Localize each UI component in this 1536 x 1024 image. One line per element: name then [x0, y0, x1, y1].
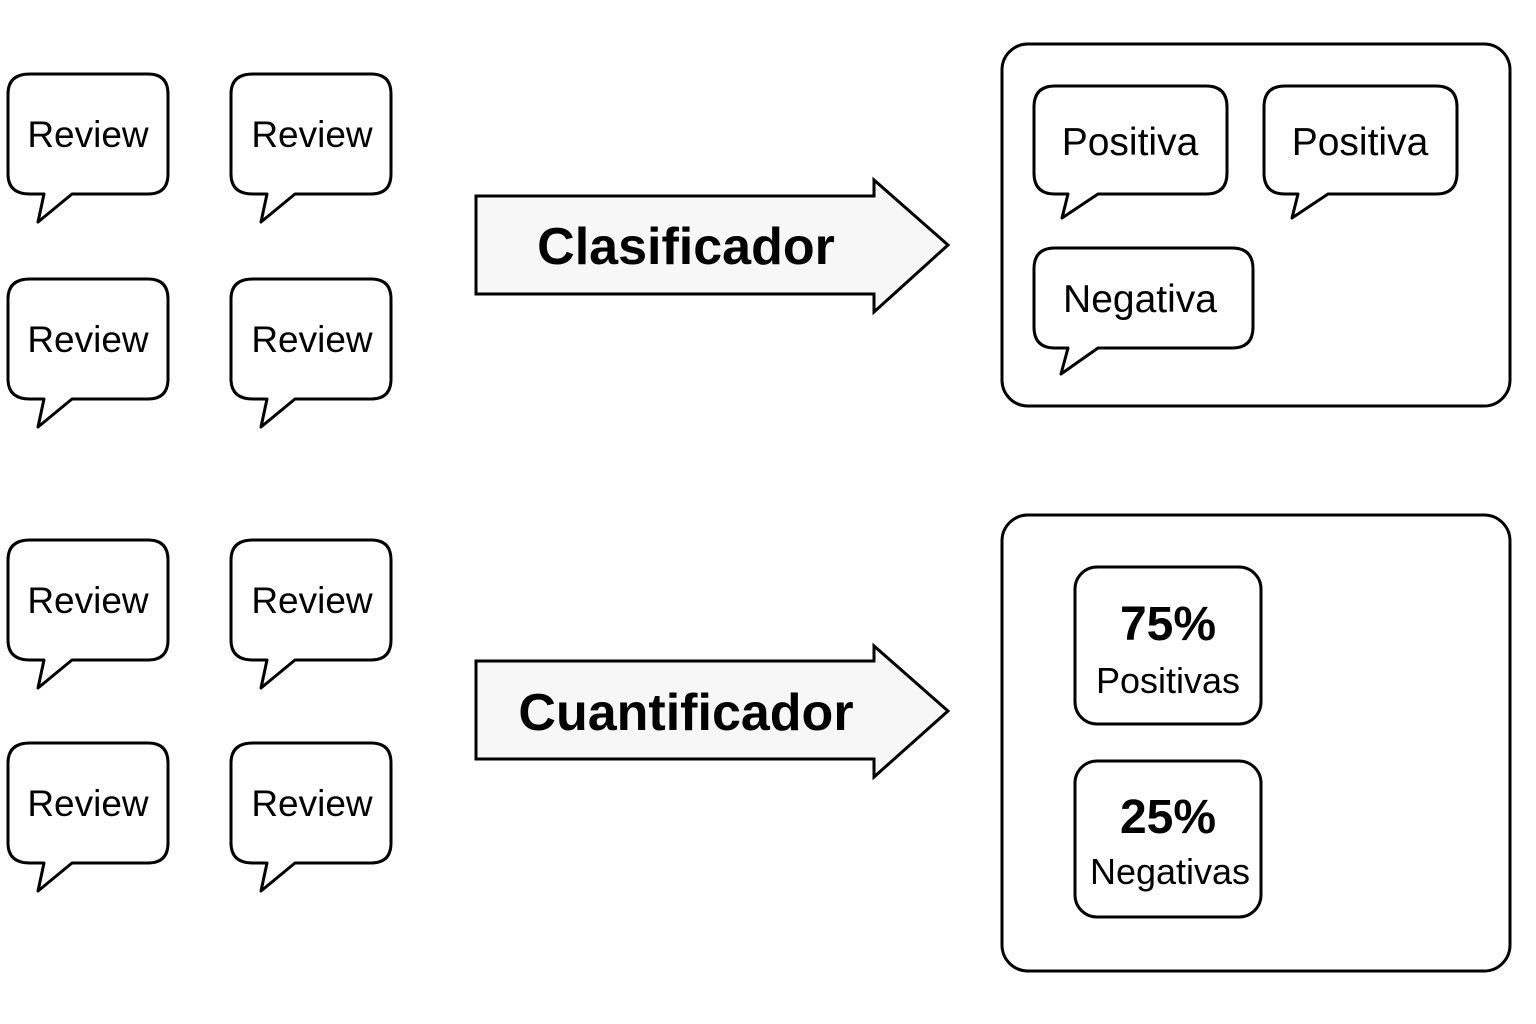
review-label: Review	[27, 783, 149, 824]
result-bubble-positiva-2: Positiva	[1262, 84, 1459, 220]
quantification-review-bubble-4: Review	[229, 741, 393, 893]
quantification-section: Review Review Review Review Cuantificado…	[6, 513, 1512, 973]
classification-section: Review Review Review Review Clasificador…	[6, 42, 1512, 429]
result-label: Positiva	[1292, 121, 1429, 164]
percentage-box-negativas: 25% Negativas	[1073, 759, 1263, 919]
percentage-label: Negativas	[1090, 851, 1250, 892]
arrow-label: Clasificador	[537, 218, 835, 276]
percentage-label: Positivas	[1096, 660, 1240, 701]
classification-review-bubble-2: Review	[229, 72, 393, 224]
arrow-label: Cuantificador	[518, 684, 853, 742]
review-label: Review	[251, 319, 373, 360]
quantification-review-bubble-2: Review	[229, 538, 393, 690]
classification-result-panel: Positiva Positiva Negativa	[1000, 42, 1512, 408]
review-label: Review	[27, 319, 149, 360]
review-label: Review	[27, 114, 149, 155]
quantification-result-panel: 75% Positivas 25% Negativas	[1000, 513, 1512, 973]
percentage-box-positivas: 75% Positivas	[1073, 565, 1263, 726]
result-label: Positiva	[1062, 121, 1199, 164]
result-bubble-negativa: Negativa	[1032, 246, 1255, 376]
result-label: Negativa	[1063, 278, 1217, 321]
clasificador-arrow: Clasificador	[474, 176, 951, 316]
classification-review-bubble-3: Review	[6, 277, 170, 429]
result-bubble-positiva-1: Positiva	[1032, 84, 1229, 220]
classification-review-bubble-4: Review	[229, 277, 393, 429]
review-label: Review	[27, 580, 149, 621]
review-label: Review	[251, 114, 373, 155]
cuantificador-arrow: Cuantificador	[474, 642, 951, 781]
quantification-review-bubble-3: Review	[6, 741, 170, 893]
review-label: Review	[251, 783, 373, 824]
percentage-value: 25%	[1120, 791, 1216, 844]
review-label: Review	[251, 580, 373, 621]
quantification-review-bubble-1: Review	[6, 538, 170, 690]
classification-review-bubble-1: Review	[6, 72, 170, 224]
percentage-value: 75%	[1120, 598, 1216, 651]
